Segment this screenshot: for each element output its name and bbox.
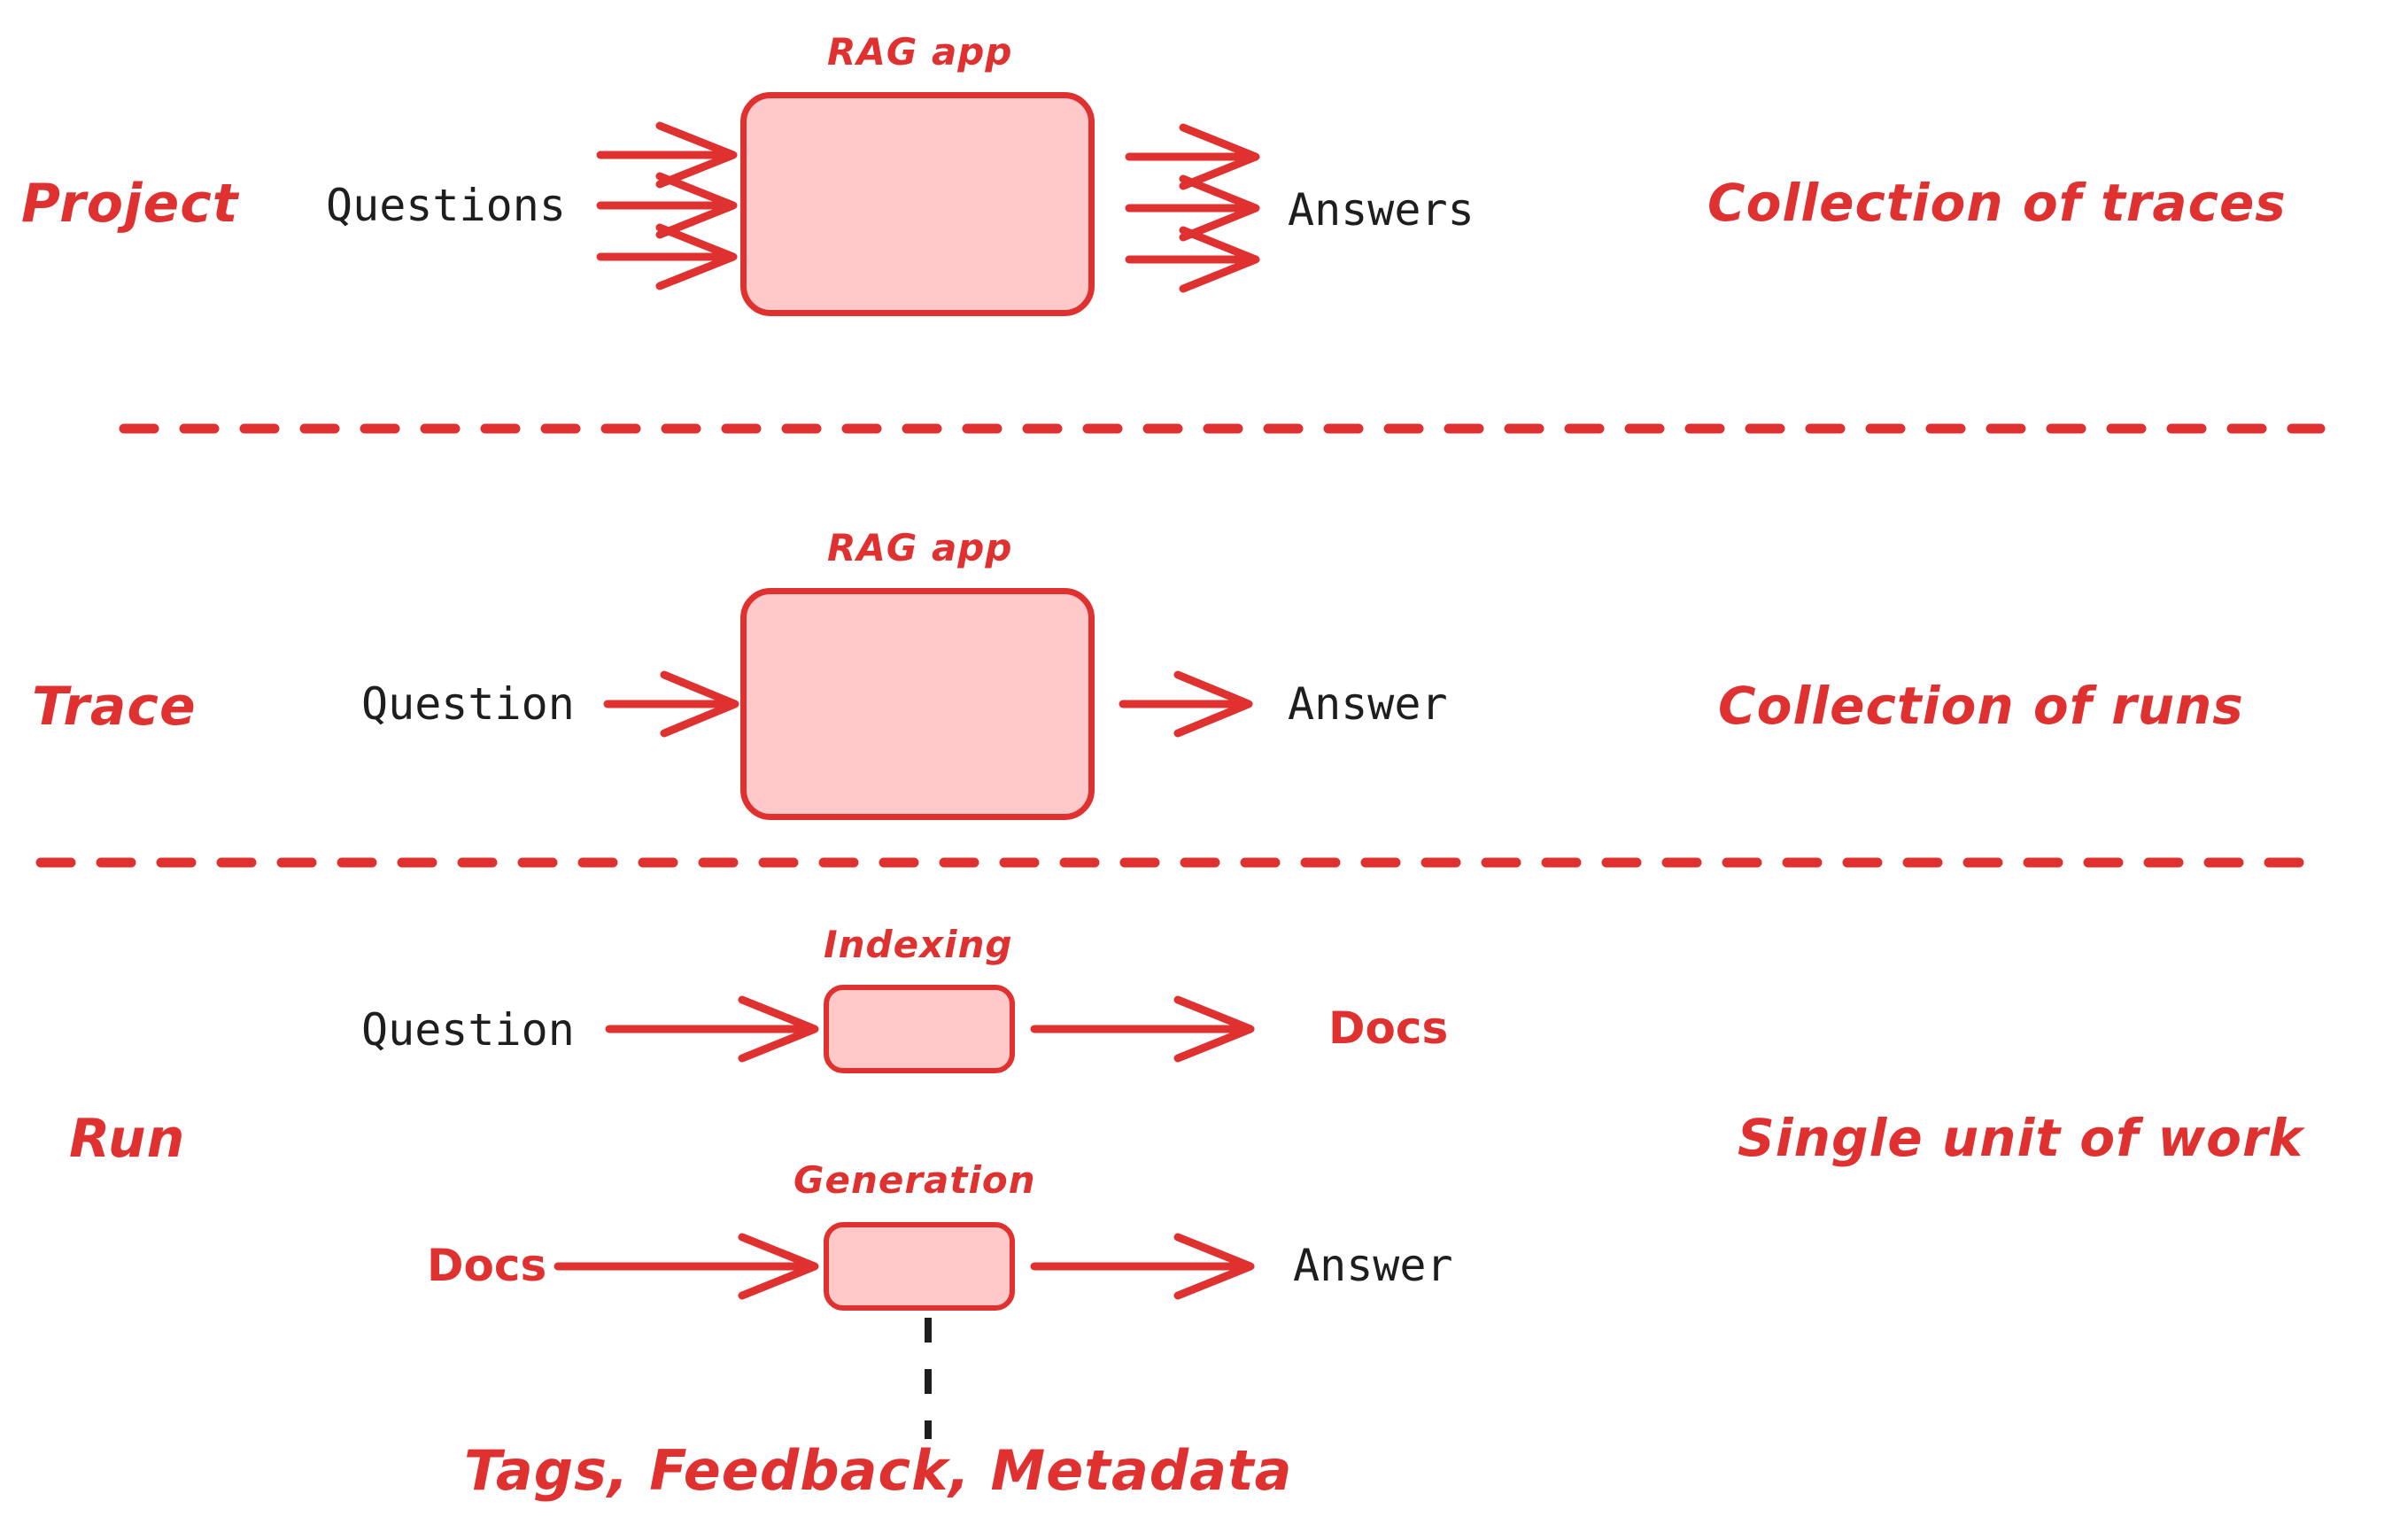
trace-output-label: Answer — [1288, 678, 1448, 730]
row-description-run: Single unit of work — [1738, 1108, 2304, 1168]
row-label-run: Run — [69, 1108, 186, 1170]
project-rag-app-node — [740, 92, 1095, 316]
indexing-output-label: Docs — [1328, 1002, 1449, 1054]
trace-output-arrow — [1119, 670, 1253, 738]
generation-node — [824, 1222, 1015, 1311]
generation-node-label: Generation — [793, 1158, 1036, 1202]
row-description-trace: Collection of runs — [1718, 676, 2244, 736]
generation-input-arrow — [553, 1233, 819, 1300]
project-output-arrows — [1125, 123, 1260, 293]
trace-input-arrow — [603, 670, 739, 738]
row-label-trace: Trace — [32, 676, 197, 738]
run-annotation-label: Tags, Feedback, Metadata — [464, 1438, 1293, 1503]
trace-input-label: Question — [361, 678, 575, 730]
indexing-node-label: Indexing — [824, 923, 1013, 966]
project-output-label: Answers — [1288, 184, 1475, 236]
row-label-project: Project — [21, 173, 239, 235]
generation-output-arrow — [1030, 1233, 1255, 1300]
indexing-output-arrow — [1030, 995, 1255, 1063]
generation-input-label: Docs — [427, 1240, 547, 1291]
project-rag-app-node-label: RAG app — [827, 30, 1013, 74]
trace-rag-app-node-label: RAG app — [827, 526, 1013, 569]
project-input-label: Questions — [326, 180, 566, 231]
indexing-input-arrow — [605, 995, 819, 1063]
trace-rag-app-node — [740, 588, 1095, 820]
project-input-arrows — [596, 121, 738, 290]
generation-output-label: Answer — [1293, 1240, 1453, 1291]
indexing-input-label: Question — [361, 1004, 575, 1056]
row-description-project: Collection of traces — [1707, 173, 2287, 233]
indexing-node — [824, 985, 1015, 1073]
